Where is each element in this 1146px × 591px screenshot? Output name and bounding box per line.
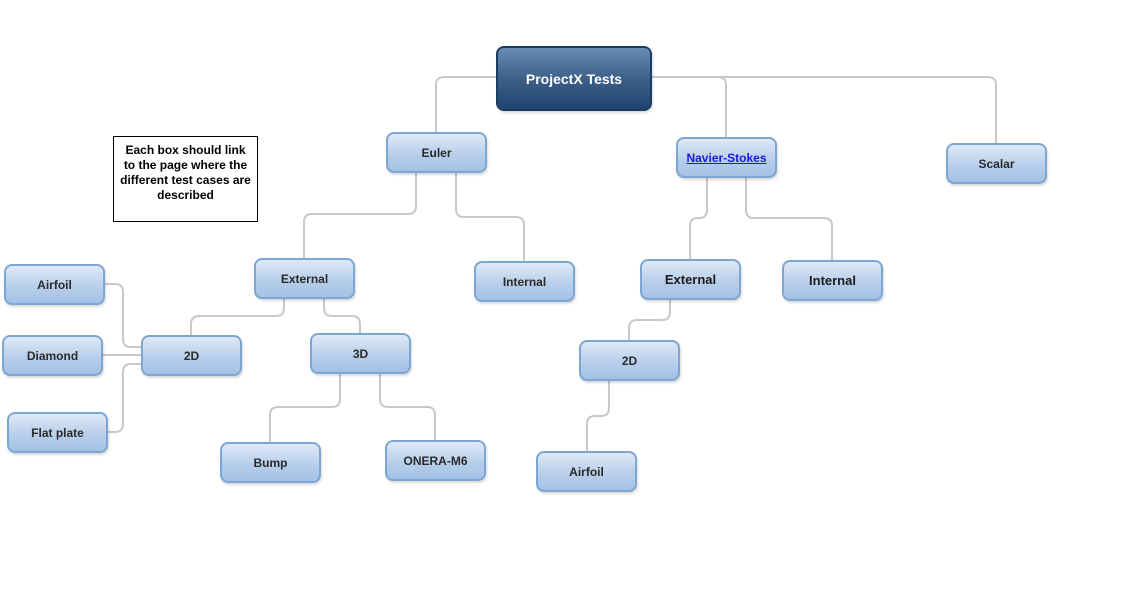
node-euler[interactable]: Euler [386,132,487,173]
node-scalar[interactable]: Scalar [946,143,1047,184]
node-label: Euler [421,145,452,160]
connector-external-3d [323,297,361,333]
node-label: ONERA-M6 [403,453,468,468]
node-ns-internal[interactable]: Internal [782,260,883,301]
connector-ns-external [689,177,708,260]
node-euler-internal[interactable]: Internal [474,261,575,302]
connector-ns2d-airfoil [586,380,610,452]
note-text: Each box should link to the page where t… [120,143,251,202]
node-flat-plate[interactable]: Flat plate [7,412,108,453]
connector-3d-bump [269,373,341,443]
node-ns-external[interactable]: External [640,259,741,300]
note-box: Each box should link to the page where t… [113,136,258,222]
node-label: Scalar [978,156,1015,171]
node-label: 2D [183,348,200,363]
node-ns-airfoil[interactable]: Airfoil [536,451,637,492]
node-projectx-tests[interactable]: ProjectX Tests [496,46,652,111]
connector-root-scalar [650,76,997,143]
node-navier-stokes[interactable]: Navier-Stokes [676,137,777,178]
node-label: ProjectX Tests [525,70,623,87]
node-euler-2d[interactable]: 2D [141,335,242,376]
node-label: Bump [253,455,288,470]
node-label: Internal [809,273,856,288]
connector-external-2d [190,297,285,336]
node-euler-3d[interactable]: 3D [310,333,411,374]
node-label: Flat plate [31,425,84,440]
node-label: External [280,271,329,286]
connector-root-ns [650,76,727,138]
connector-root-euler [435,76,497,133]
connector-ns-internal [745,177,833,261]
connector-euler-internal [455,172,525,262]
connector-2d-airfoil [104,283,141,348]
node-diamond[interactable]: Diamond [2,335,103,376]
node-euler-external[interactable]: External [254,258,355,299]
connector-2d-flatplate [107,363,141,433]
node-label: Airfoil [37,277,72,292]
node-label: Diamond [26,348,79,363]
node-onera-m6[interactable]: ONERA-M6 [385,440,486,481]
node-label: 2D [621,353,638,368]
node-airfoil[interactable]: Airfoil [4,264,105,305]
node-label: 3D [352,346,369,361]
node-label: Airfoil [569,464,604,479]
connector-3d-onera [379,373,436,441]
navier-stokes-link[interactable]: Navier-Stokes [686,150,767,165]
node-ns-2d[interactable]: 2D [579,340,680,381]
node-label: External [664,272,717,287]
connector-euler-external [303,172,417,259]
connector-nsext-2d [628,298,671,341]
node-bump[interactable]: Bump [220,442,321,483]
node-label: Internal [502,274,547,289]
